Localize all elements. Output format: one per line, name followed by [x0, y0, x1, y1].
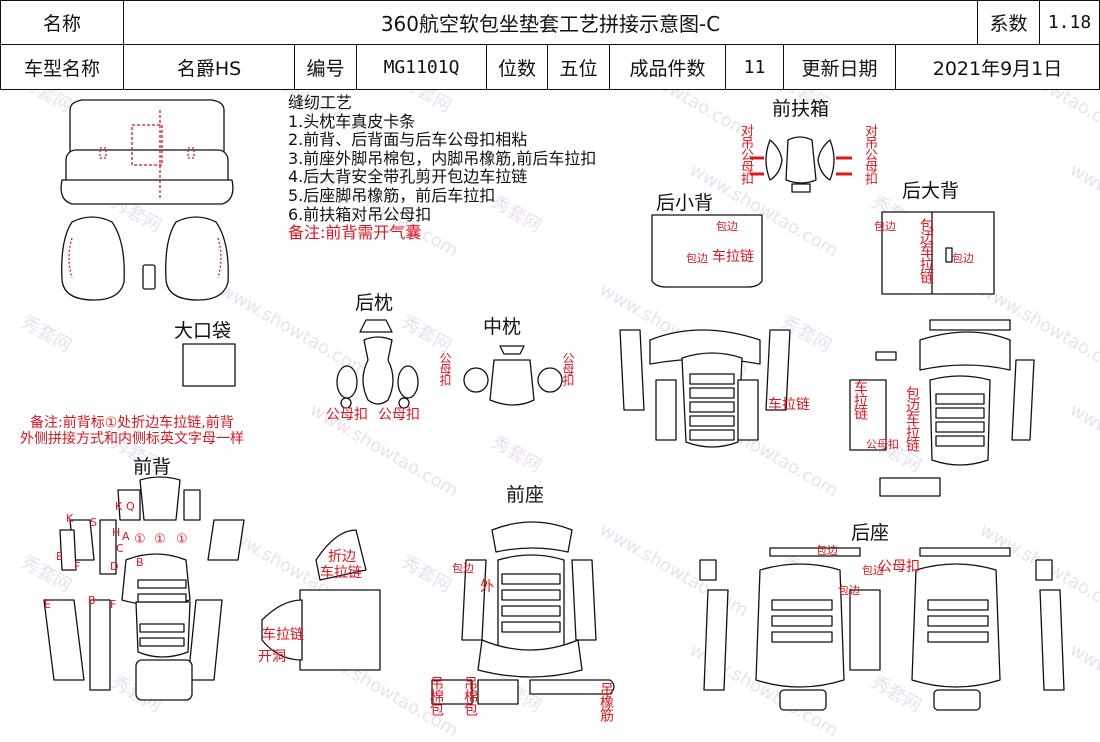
coefficient-label: 系数: [977, 0, 1040, 45]
mid-headrest-title: 中枕: [483, 316, 522, 338]
seats-label: 位数: [486, 44, 548, 90]
armrest-left-note: 对吊公母扣: [738, 124, 753, 184]
front-back-letter: B: [88, 594, 96, 607]
front-back-pieces: [43, 476, 245, 701]
front-back-circled-mark: ①: [176, 532, 188, 547]
mid-headrest-right-buckle: 公母扣: [561, 352, 575, 385]
note-item: 1.头枕车真皮卡条: [288, 111, 416, 131]
overview-front-seats: [61, 216, 229, 301]
rear-big-back-frame-buckle: 公母扣: [866, 438, 899, 451]
front-back-letter: S: [90, 516, 97, 529]
front-seat-outer: 外: [480, 579, 494, 595]
model-value: 名爵HS: [123, 44, 295, 90]
front-back-letter: F: [74, 560, 81, 573]
front-back-circled-mark: ①: [134, 532, 146, 547]
front-back-letter: C: [116, 542, 124, 555]
rear-headrest-buckle-left: 公母扣: [326, 407, 368, 423]
rear-big-back-edge-zipper: 包边车拉链: [918, 218, 934, 283]
front-back-side-panel: [261, 529, 381, 671]
pieces-value: 11: [725, 44, 784, 90]
rear-big-back-frame-zipper: 车拉链: [852, 380, 868, 419]
rear-big-back-frame-edge-zipper: 包边车拉链: [904, 386, 920, 451]
front-back-letter: F: [110, 598, 117, 611]
note-item: 6.前扶箱对吊公母扣: [288, 204, 432, 224]
front-back-letter: B: [136, 556, 144, 569]
front-back-fold-zipper: 车拉链: [320, 565, 362, 581]
rear-small-back-piece: [651, 214, 763, 288]
note-item: 2.前背、后背面与后车公母扣相粘: [288, 130, 528, 150]
rear-big-back-edge: 包边: [874, 220, 896, 233]
rear-big-back-frame: [849, 319, 1035, 497]
rear-headrest-buckle-right: 公母扣: [378, 407, 420, 423]
front-back-letter: K: [115, 500, 123, 513]
front-back-letter: K: [66, 512, 74, 525]
front-back-letter: D: [110, 560, 119, 573]
rear-seat-edge: 包边: [816, 544, 838, 557]
front-back-circled-mark: ①: [154, 532, 166, 547]
date-value: 2021年9月1日: [895, 44, 1100, 90]
rear-headrest-title: 后枕: [355, 292, 394, 314]
rear-small-back-frame: [619, 329, 791, 448]
rear-seat-pieces: [699, 547, 1065, 711]
rear-small-back-frame-zipper: 车拉链: [768, 397, 810, 413]
rear-small-back-zipper: 车拉链: [712, 249, 754, 265]
rear-headrest-pieces: [336, 319, 419, 409]
armrest-right-note: 对吊公母扣: [862, 124, 877, 184]
seats-value: 五位: [547, 44, 610, 90]
front-back-letter: H: [112, 526, 121, 539]
front-back-fold-edge: 折边: [328, 549, 356, 565]
front-seat-hang-cotton-2: 吊棉包: [462, 676, 478, 715]
front-back-hole-zipper: 车拉链: [262, 627, 304, 643]
front-back-hole: 开洞: [258, 649, 286, 665]
mid-headrest-pieces: [463, 345, 563, 406]
front-back-remark-line1: 备注:前背标①处折边车拉链,前背: [30, 415, 234, 431]
front-seat-pieces: [431, 521, 615, 705]
rear-seat-title: 后座: [851, 522, 890, 544]
front-back-remark-line2: 外侧拼接方式和内侧标英文字母一样: [20, 431, 244, 447]
front-back-letter: E: [56, 550, 63, 563]
front-back-letter: E: [44, 598, 51, 611]
mid-headrest-left-buckle: 公母扣: [438, 352, 452, 385]
front-seat-title: 前座: [506, 484, 545, 506]
big-pocket-title: 大口袋: [174, 320, 232, 342]
notes-remark: 备注:前背需开气囊: [288, 223, 422, 243]
front-seat-edge: 包边: [452, 562, 474, 575]
rear-seat-buckle: 公母扣: [878, 559, 920, 575]
pieces-label: 成品件数: [609, 44, 726, 90]
rear-small-back-title: 后小背: [656, 192, 714, 214]
rear-small-back-edge: 包边: [716, 220, 738, 233]
note-item: 4.后大背安全带孔剪开包边车拉链: [288, 167, 528, 187]
front-seat-hang-cotton-1: 吊棉包: [428, 676, 444, 715]
note-item: 3.前座外脚吊棉包，内脚吊橡筋,前后车拉扣: [288, 148, 597, 168]
front-back-letter: Q: [126, 500, 135, 513]
front-seat-hang-rubber: 吊橡筋: [598, 682, 614, 721]
sewing-notes: 缝纫工艺 1.头枕车真皮卡条 2.前背、后背面与后车公母扣相粘 3.前座外脚吊棉…: [288, 93, 597, 243]
big-pocket-piece: [182, 343, 236, 387]
rear-small-back-edge-2: 包边: [686, 252, 708, 265]
rear-seat-edge-3: 包边: [862, 564, 884, 577]
rear-big-back-pieces: [881, 211, 995, 295]
front-back-title: 前背: [133, 456, 172, 478]
armrest-title: 前扶箱: [772, 98, 830, 120]
overview-rear-seat: [60, 99, 234, 205]
note-item: 5.后座脚吊橡筋，前后车拉扣: [288, 185, 496, 205]
rear-seat-edge-2: 包边: [838, 584, 860, 597]
armrest-pieces: [750, 136, 852, 193]
name-label: 名称: [0, 0, 124, 45]
rear-big-back-edge-2: 包边: [952, 252, 974, 265]
rear-big-back-title: 后大背: [902, 180, 960, 202]
notes-title: 缝纫工艺: [288, 93, 353, 112]
front-back-letter: A: [122, 530, 130, 543]
